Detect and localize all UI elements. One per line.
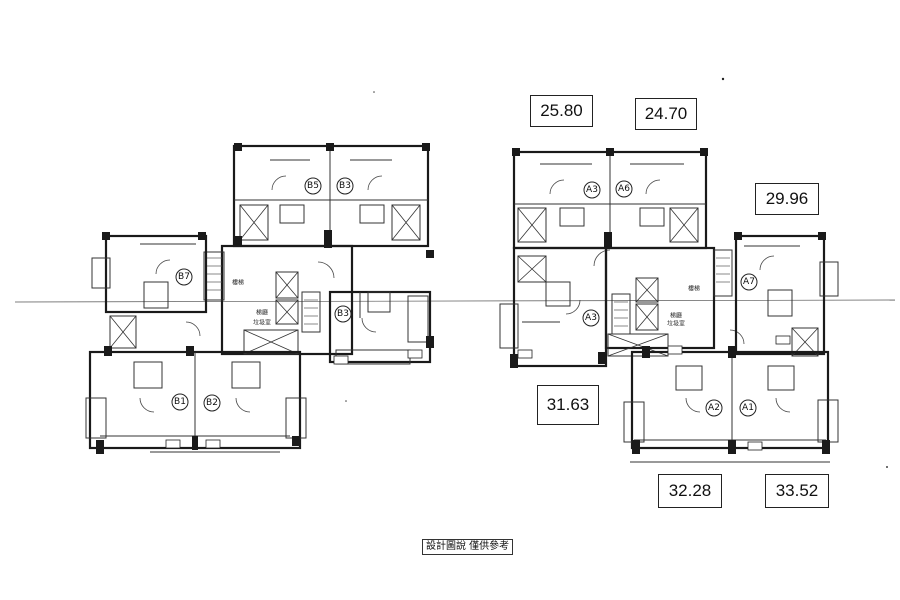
unit-label-a3: A3 — [585, 313, 597, 323]
unit-label-b5: B5 — [307, 181, 319, 191]
unit-marker-b2 — [203, 394, 221, 412]
area-box-a1: 33.52 — [765, 474, 829, 508]
unit-label-a7: A7 — [743, 277, 755, 287]
left-building — [85, 143, 434, 454]
right-waste-label: 垃圾室 — [667, 320, 685, 328]
unit-marker-a3 — [582, 309, 600, 327]
unit-label-a2: A2 — [708, 403, 720, 413]
unit-label-b7: B7 — [178, 272, 190, 282]
right-lobby-label: 梯廳 — [670, 312, 682, 320]
unit-label-b2: B2 — [206, 398, 218, 408]
unit-label-b3-lower: B3 — [337, 309, 349, 319]
unit-marker-b7 — [175, 268, 193, 286]
unit-label-a3-top: A3 — [586, 185, 598, 195]
area-box-a3-top: 25.80 — [530, 95, 593, 127]
area-box-a3: 31.63 — [537, 385, 599, 425]
unit-label-b3: B3 — [339, 181, 351, 191]
disclaimer-caption: 設計圖說 僅供參考 — [422, 539, 514, 555]
right-building — [499, 148, 839, 463]
right-stair-label: 樓梯 — [688, 285, 700, 293]
unit-marker-a7 — [740, 273, 758, 291]
unit-marker-b3-lower — [334, 305, 352, 323]
unit-marker-b5 — [304, 177, 322, 195]
area-box-a6: 24.70 — [635, 98, 697, 130]
left-stair-label: 樓梯 — [232, 279, 244, 287]
unit-marker-a6 — [615, 180, 633, 198]
unit-marker-b3 — [336, 177, 354, 195]
reference-line — [14, 299, 896, 303]
unit-label-a1: A1 — [742, 403, 754, 413]
area-box-a7: 29.96 — [755, 183, 819, 215]
area-box-a2: 32.28 — [658, 474, 722, 508]
unit-marker-b1 — [171, 393, 189, 411]
unit-label-a6: A6 — [618, 184, 630, 194]
left-lobby-label: 梯廳 — [256, 309, 268, 317]
unit-marker-a1 — [739, 399, 757, 417]
unit-label-b1: B1 — [174, 397, 186, 407]
left-waste-label: 垃圾室 — [253, 319, 271, 327]
unit-marker-a2 — [705, 399, 723, 417]
unit-marker-a3-top — [583, 181, 601, 199]
